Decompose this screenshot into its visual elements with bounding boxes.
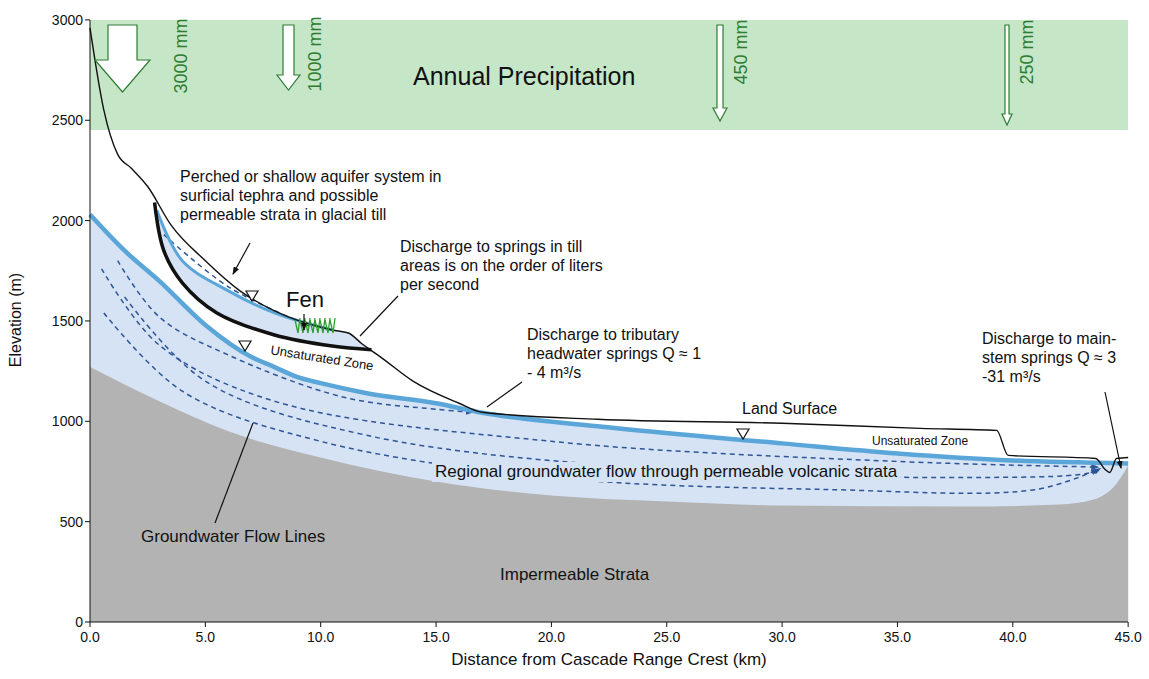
tick-label: 2000: [52, 212, 83, 229]
leader-line: [1105, 392, 1121, 468]
tick-label: 0: [75, 614, 83, 631]
leader-line: [215, 423, 253, 523]
flow-line: [164, 235, 309, 326]
tick-label: 0.0: [80, 629, 99, 646]
fen-label: Fen: [286, 287, 324, 313]
water-table: [90, 215, 1128, 464]
tick-label: 40.0: [999, 629, 1026, 646]
tick-label: 10.0: [307, 629, 334, 646]
leader-line: [360, 296, 398, 336]
axis-title: Elevation (m): [7, 273, 26, 367]
precip-amount: 1000 mm: [305, 16, 326, 91]
precipitation-arrow: [1002, 25, 1012, 125]
saturated-zone: [90, 215, 1128, 622]
tick-label: 20.0: [538, 629, 565, 646]
impermeable-strata: [90, 367, 1128, 622]
precipitation-arrow: [277, 25, 300, 90]
flow-line: [102, 269, 1099, 467]
precip-amount: 3000 mm: [171, 18, 192, 93]
tick-label: 25.0: [653, 629, 680, 646]
strata-label: Impermeable Strata: [500, 565, 649, 585]
leader-line: [487, 382, 522, 407]
tick-label: 5.0: [196, 629, 215, 646]
tick-label: 1500: [52, 313, 83, 330]
leader-line: [233, 243, 250, 274]
axis-title: Distance from Cascade Range Crest (km): [451, 650, 767, 670]
tick-label: 30.0: [768, 629, 795, 646]
precipitation-arrow: [713, 25, 727, 121]
surface-label: Land Surface: [742, 400, 837, 419]
aquifer-note: Perched or shallow aquifer system in sur…: [180, 168, 450, 225]
perched-aquifer-base: [155, 203, 372, 350]
tick-label: 45.0: [1115, 629, 1142, 646]
perched-water-table: [157, 211, 332, 330]
tick-label: 15.0: [422, 629, 449, 646]
tick-label: 3000: [52, 12, 83, 29]
water-table-symbol: [737, 429, 749, 439]
tick-label: 500: [60, 513, 83, 530]
fen-vegetation: [295, 318, 335, 333]
perched-aquifer: [155, 203, 372, 351]
spring-note: Discharge to main-stem springs Q ≈ 3 -31…: [982, 330, 1122, 387]
flow-label: Regional groundwater flow through permea…: [432, 462, 900, 482]
spring-note: Discharge to springs in till areas is on…: [400, 238, 605, 295]
tick-label: 35.0: [884, 629, 911, 646]
precip-amount: 250 mm: [1017, 19, 1038, 84]
land-surface: [90, 28, 1128, 473]
band-title: Annual Precipitation: [413, 62, 635, 91]
precipitation-arrow: [95, 25, 150, 92]
water-table-symbol: [246, 291, 258, 301]
precip-amount: 450 mm: [731, 19, 752, 84]
precipitation-band: Annual Precipitation: [90, 20, 1128, 130]
flow-line: [125, 297, 1101, 478]
tick-label: 2500: [52, 112, 83, 129]
axes: [85, 20, 1128, 627]
zone-label: Unsaturated Zone: [872, 434, 968, 448]
water-table-symbol: [239, 341, 251, 351]
spring-note: Discharge to tributary headwater springs…: [527, 326, 702, 383]
flow-label: Groundwater Flow Lines: [138, 527, 328, 547]
tick-label: 1000: [52, 413, 83, 430]
flow-line: [104, 313, 1098, 493]
leader-line: [303, 314, 304, 330]
